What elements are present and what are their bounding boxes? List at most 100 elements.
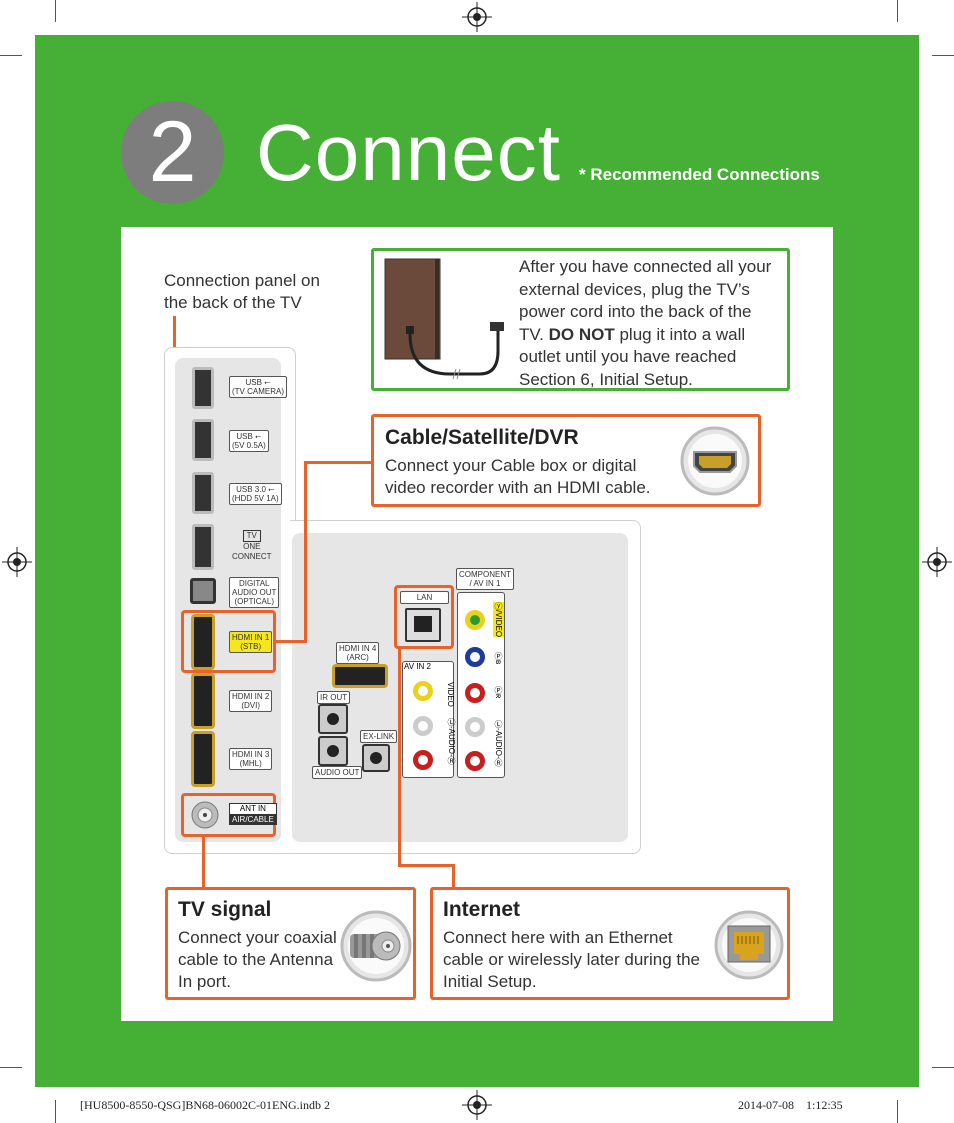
lan-leader-line-v [398, 649, 401, 867]
power-note-text-before: After you have connected all your extern… [519, 257, 772, 344]
tv-signal-box: TV signal Connect your coaxial cable to … [165, 887, 416, 1000]
crop-mark [932, 1067, 954, 1068]
coaxial-connector-icon [340, 910, 412, 982]
registration-mark-icon [2, 547, 32, 577]
usb3-label-line1: USB 3.0 ⭠ [236, 485, 275, 494]
crop-mark [932, 55, 954, 56]
hdmi-in-4-label: HDMI IN 4(ARC) [336, 642, 380, 664]
lan-port [405, 608, 441, 642]
registration-mark-icon [462, 2, 492, 32]
hdmi1-label-line1: HDMI IN 1 [232, 633, 270, 642]
ethernet-connector-icon [714, 910, 784, 980]
usb-port-1-label: USB ⭠(TV CAMERA) [229, 376, 287, 398]
power-note-emphasis: DO NOT [548, 324, 615, 344]
component-label-line2: / AV IN 1 [469, 579, 501, 588]
one-connect-label-line3: CONNECT [232, 552, 272, 561]
one-connect-label-tv: TV [242, 530, 261, 542]
power-note-text: After you have connected all your extern… [519, 256, 774, 391]
crop-mark [55, 1100, 56, 1123]
cable-box-text: Connect your Cable box or digital video … [385, 456, 651, 497]
usb1-label-line1: USB ⭠ [245, 378, 271, 387]
usb1-label-line2: (TV CAMERA) [232, 387, 284, 396]
component-audio-right-jack [465, 751, 485, 771]
crop-mark [897, 0, 898, 22]
optical-label-line3: (OPTICAL) [234, 597, 274, 606]
hdmi-in-1-highlight [181, 610, 276, 673]
component-y-video-jack [465, 610, 485, 630]
ant-leader-line [202, 837, 205, 889]
cable-box-title: Cable/Satellite/DVR [385, 426, 579, 449]
component-video-text: ⓨ/VIDEO [493, 602, 504, 638]
ant-label-line2: AIR/CABLE [229, 815, 277, 825]
ant-in-label: ANT IN AIR/CABLE [229, 803, 277, 825]
component-label-line1: COMPONENT [459, 570, 511, 579]
hdmi3-label-line2: (MHL) [239, 759, 262, 768]
usb-port-3-label: USB 3.0 ⭠(HDD 5V 1A) [229, 483, 282, 505]
crop-mark [0, 1067, 22, 1068]
component-pb-text: Ⓟʙ [494, 652, 503, 665]
component-audio-left-jack [465, 717, 485, 737]
ant-in-port [191, 801, 219, 829]
hdmi-in-1-label: HDMI IN 1(STB) [229, 631, 273, 653]
footer-file-info: [HU8500-8550-QSG]BN68-06002C-01ENG.indb … [80, 1098, 330, 1112]
tv-power-cord-icon [384, 258, 504, 380]
av-in-2-label: AV IN 2 [404, 662, 431, 671]
hdmi-in-3-port [191, 731, 215, 787]
registration-mark-icon [462, 1090, 492, 1120]
component-label: COMPONENT/ AV IN 1 [456, 568, 514, 590]
component-pb-jack [465, 647, 485, 667]
lan-highlight [394, 585, 454, 649]
hdmi4-label-line1: HDMI IN 4 [339, 644, 377, 653]
av2-audio-left-jack [413, 716, 433, 736]
ir-out-label: IR OUT [317, 691, 351, 704]
av2-audio-right-jack [413, 750, 433, 770]
lan-label: LAN [400, 591, 449, 604]
recommended-note: * Recommended Connections [579, 165, 820, 184]
component-pr-jack [465, 683, 485, 703]
internet-title: Internet [443, 898, 521, 921]
hdmi-in-4-port [332, 664, 388, 688]
ant-label-line1: ANT IN [229, 803, 277, 815]
ex-link-label: EX-LINK [360, 730, 398, 743]
cable-satellite-box: Cable/Satellite/DVR Connect your Cable b… [371, 414, 761, 507]
tv-signal-text: Connect your coaxial cable to the Antenn… [178, 928, 337, 991]
av2-audio-text: Ⓛ-AUDIO-Ⓡ [447, 718, 456, 765]
audio-out-port [318, 736, 348, 766]
usb3-label-line2: (HDD 5V 1A) [232, 494, 279, 503]
hdmi-leader-line-h [276, 640, 306, 643]
audio-out-label: AUDIO OUT [312, 766, 363, 779]
tv-signal-title: TV signal [178, 898, 272, 921]
hdmi-leader-line-top [304, 461, 372, 464]
one-connect-port [192, 524, 214, 570]
optical-label-line2: AUDIO OUT [232, 588, 277, 597]
usb-port-2-label: USB ⭠(5V 0.5A) [229, 430, 269, 452]
optical-port [190, 578, 216, 604]
av2-video-jack [413, 681, 433, 701]
component-audio-text: Ⓛ-AUDIO-Ⓡ [494, 720, 503, 767]
hdmi-leader-line-v [304, 461, 307, 643]
hdmi1-label-line2: (STB) [240, 642, 262, 651]
hdmi-in-3-label: HDMI IN 3(MHL) [229, 748, 273, 770]
panel-caption: Connection panel on the back of the TV [164, 271, 320, 312]
usb2-label-line1: USB ⭠ [236, 432, 262, 441]
one-connect-label-line2: ONE [243, 542, 261, 551]
hdmi3-label-line1: HDMI IN 3 [232, 750, 270, 759]
one-connect-label: TV ONE CONNECT [232, 530, 272, 562]
crop-mark [0, 55, 22, 56]
crop-mark [897, 1100, 898, 1123]
registration-mark-icon [922, 547, 952, 577]
ex-link-port [362, 744, 390, 772]
lan-leader-line-down [452, 864, 455, 888]
hdmi4-label-line2: (ARC) [346, 653, 369, 662]
component-pr-text: Ⓟʀ [494, 686, 503, 699]
step-number-badge: 2 [121, 101, 224, 204]
footer-timestamp: 2014-07-08 1:12:35 [738, 1098, 843, 1112]
ir-out-port [318, 704, 348, 734]
caption-leader-line [173, 316, 176, 358]
page-title: Connect [256, 108, 561, 197]
hdmi-connector-icon [680, 426, 750, 496]
usb2-label-line2: (5V 0.5A) [232, 441, 266, 450]
usb-port-3 [192, 472, 214, 514]
internet-text: Connect here with an Ethernet cable or w… [443, 928, 701, 991]
